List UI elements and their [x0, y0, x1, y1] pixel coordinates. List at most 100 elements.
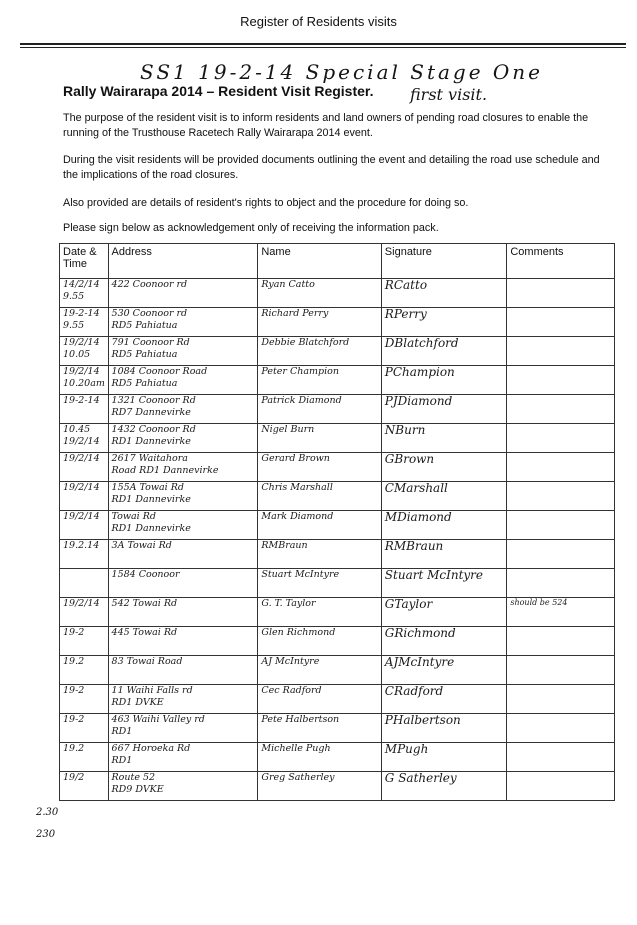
- sign-instruction: Please sign below as acknowledgement onl…: [63, 222, 439, 234]
- cell-comments: should be 524: [506, 597, 615, 627]
- cell-date: [59, 568, 109, 598]
- cell-comments: [506, 394, 615, 424]
- purpose-paragraph: The purpose of the resident visit is to …: [63, 112, 589, 139]
- col-header-date: Date & Time: [59, 243, 109, 279]
- cell-address: 667 Horoeka Rd RD1: [107, 742, 259, 772]
- cell-date: 19-2-14 9.55: [59, 307, 109, 337]
- cell-address: 155A Towai Rd RD1 Dannevirke: [107, 481, 259, 511]
- cell-signature: PChampion: [380, 365, 508, 395]
- cell-comments: [506, 452, 615, 482]
- cell-address: 463 Waihi Valley rd RD1: [107, 713, 259, 743]
- margin-time-note: 2.30 230: [36, 807, 59, 840]
- cell-name: G. T. Taylor: [257, 597, 382, 627]
- table-header-row: Date & Time Address Name Signature Comme…: [59, 243, 615, 279]
- cell-address: 83 Towai Road: [107, 655, 259, 685]
- page-header-title: Register of Residents visits: [240, 14, 397, 29]
- cell-date: 19.2: [59, 655, 109, 685]
- cell-signature: RPerry: [380, 307, 508, 337]
- cell-comments: [506, 423, 615, 453]
- cell-address: 2617 Waitahora Road RD1 Dannevirke: [107, 452, 259, 482]
- cell-date: 19/2: [59, 771, 109, 801]
- cell-signature: GRichmond: [380, 626, 508, 656]
- cell-date: 19-2: [59, 684, 109, 714]
- cell-name: Stuart McIntyre: [257, 568, 382, 598]
- cell-comments: [506, 278, 615, 308]
- cell-address: 1584 Coonoor: [107, 568, 259, 598]
- documents-paragraph: During the visit residents will be provi…: [63, 154, 600, 181]
- cell-address: 1084 Coonoor Road RD5 Pahiatua: [107, 365, 259, 395]
- cell-name: Mark Diamond: [257, 510, 382, 540]
- cell-name: Pete Halbertson: [257, 713, 382, 743]
- cell-date: 19/2/14: [59, 481, 109, 511]
- handwritten-visit-note: first visit.: [410, 85, 488, 104]
- header-divider: [20, 43, 626, 45]
- cell-signature: MDiamond: [380, 510, 508, 540]
- cell-signature: DBlatchford: [380, 336, 508, 366]
- col-header-comments: Comments: [506, 243, 615, 279]
- cell-address: Towai Rd RD1 Dannevirke: [107, 510, 259, 540]
- cell-name: Patrick Diamond: [257, 394, 382, 424]
- cell-date: 19/2/14 10.20am: [59, 365, 109, 395]
- cell-name: Gerard Brown: [257, 452, 382, 482]
- cell-comments: [506, 568, 615, 598]
- cell-date: 19-2-14: [59, 394, 109, 424]
- cell-name: Greg Satherley: [257, 771, 382, 801]
- cell-name: Glen Richmond: [257, 626, 382, 656]
- cell-date: 19-2: [59, 713, 109, 743]
- cell-address: Route 52 RD9 DVKE: [107, 771, 259, 801]
- cell-name: Michelle Pugh: [257, 742, 382, 772]
- cell-signature: MPugh: [380, 742, 508, 772]
- cell-name: AJ McIntyre: [257, 655, 382, 685]
- cell-comments: [506, 336, 615, 366]
- cell-date: 19.2: [59, 742, 109, 772]
- cell-date: 19.2.14: [59, 539, 109, 569]
- cell-comments: [506, 684, 615, 714]
- cell-address: 445 Towai Rd: [107, 626, 259, 656]
- resident-register-table: Date & Time Address Name Signature Comme…: [59, 243, 615, 801]
- cell-comments: [506, 713, 615, 743]
- rights-paragraph: Also provided are details of resident's …: [63, 197, 469, 209]
- cell-address: 542 Towai Rd: [107, 597, 259, 627]
- form-title: Rally Wairarapa 2014 – Resident Visit Re…: [63, 83, 374, 99]
- cell-name: Cec Radford: [257, 684, 382, 714]
- cell-comments: [506, 539, 615, 569]
- cell-date: 19/2/14: [59, 452, 109, 482]
- cell-signature: GBrown: [380, 452, 508, 482]
- cell-signature: GTaylor: [380, 597, 508, 627]
- cell-signature: CMarshall: [380, 481, 508, 511]
- cell-date: 19-2: [59, 626, 109, 656]
- handwritten-stage-note: SS1 19-2-14 Special Stage One: [140, 60, 544, 84]
- cell-address: 1432 Coonoor Rd RD1 Dannevirke: [107, 423, 259, 453]
- cell-signature: PHalbertson: [380, 713, 508, 743]
- col-header-signature: Signature: [380, 243, 508, 279]
- cell-date: 19/2/14 10.05: [59, 336, 109, 366]
- cell-comments: [506, 655, 615, 685]
- cell-address: 3A Towai Rd: [107, 539, 259, 569]
- cell-comments: [506, 510, 615, 540]
- cell-name: Richard Perry: [257, 307, 382, 337]
- col-header-address: Address: [107, 243, 259, 279]
- cell-comments: [506, 307, 615, 337]
- cell-signature: AJMcIntyre: [380, 655, 508, 685]
- cell-name: RMBraun: [257, 539, 382, 569]
- cell-signature: Stuart McIntyre: [380, 568, 508, 598]
- cell-date: 10.45 19/2/14: [59, 423, 109, 453]
- cell-name: Ryan Catto: [257, 278, 382, 308]
- header-divider-thin: [20, 47, 626, 48]
- cell-comments: [506, 771, 615, 801]
